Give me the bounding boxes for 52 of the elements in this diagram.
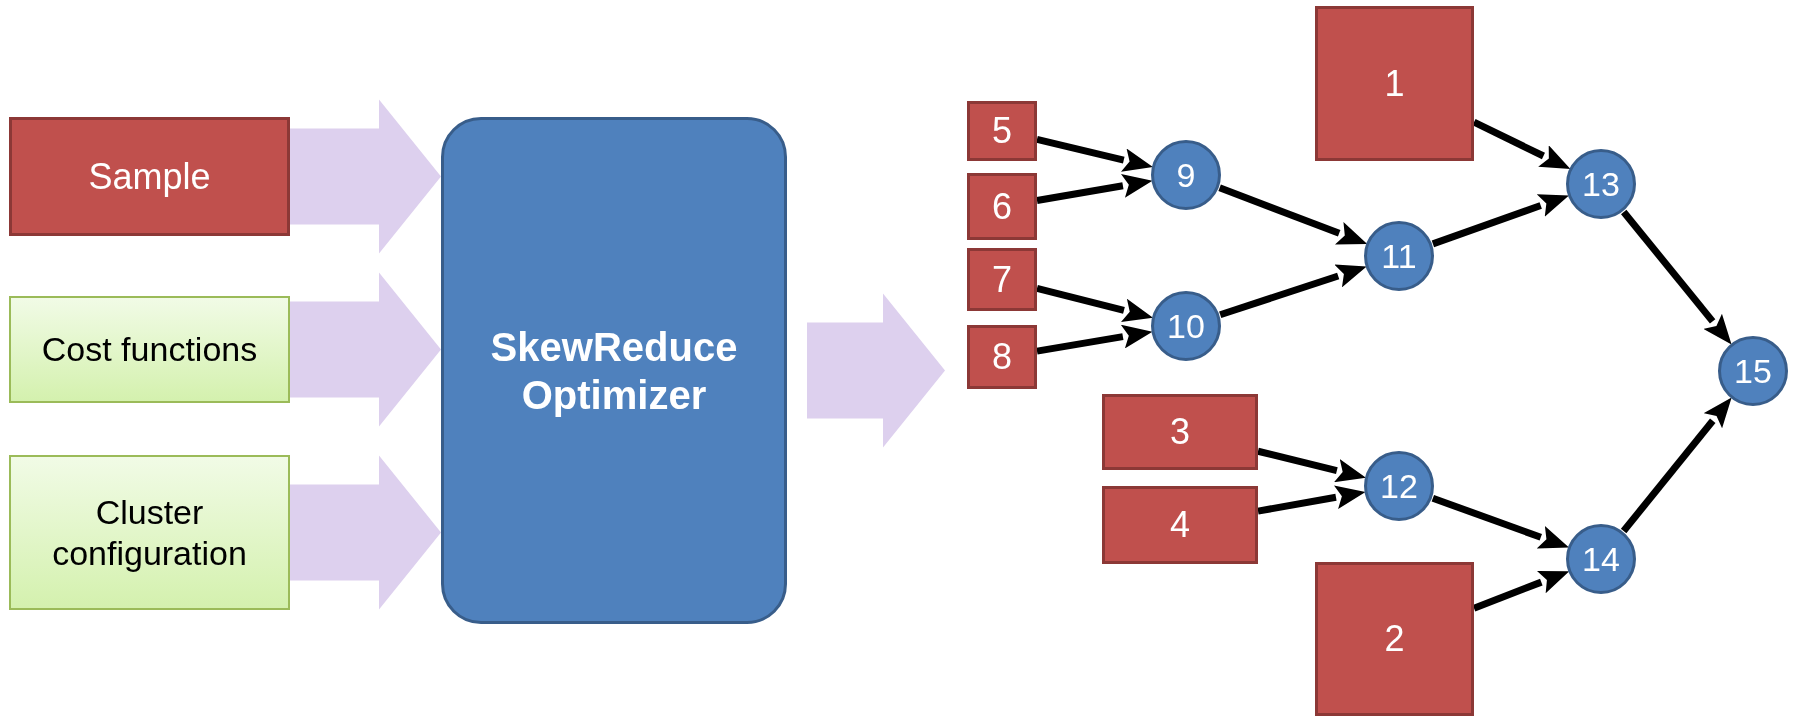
arrow [1431,494,1569,549]
arrow [1036,324,1153,355]
data-box [1315,562,1474,716]
block-arrow [290,455,441,610]
data-box [1102,486,1258,564]
node-label: 11 [1381,235,1417,277]
arrow [1218,184,1368,245]
node-label: 12 [1380,465,1418,507]
node-label: 14 [1582,538,1620,580]
arrow [1257,485,1366,515]
data-box [967,325,1037,389]
input-box [9,296,290,403]
node-label: 3 [1170,410,1190,454]
arrow [1036,135,1153,172]
input-box [9,117,290,236]
node-label: SkewReduce Optimizer [489,323,739,419]
arrow [1472,119,1571,170]
node-label: 13 [1582,163,1620,205]
input-box [9,455,290,610]
arrow [1621,209,1732,345]
block-arrow [290,99,441,254]
node-label: 4 [1170,503,1190,547]
arrow [1219,264,1367,319]
arrow [1620,397,1732,534]
node-label: 2 [1384,617,1405,661]
data-box [1315,6,1474,161]
arrow [1472,570,1570,612]
node-label: 1 [1384,61,1405,106]
node-label: 5 [992,109,1012,153]
node-label: 8 [992,335,1012,379]
arrow [1257,447,1366,483]
arrow [1036,173,1153,204]
circle-node [1718,336,1788,406]
node-label: 6 [992,184,1012,229]
circle-node [1566,524,1636,594]
circle-node [1566,149,1636,219]
node-label: Cluster configuration [51,491,248,574]
block-arrow [807,293,945,448]
node-label: 7 [992,257,1012,302]
data-box [1102,394,1258,470]
node-label: Sample [88,154,211,199]
node-label: 9 [1176,154,1196,196]
data-box [967,173,1037,240]
node-label: Cost functions [41,329,258,370]
arrow [1036,284,1154,322]
node-label: 10 [1167,305,1205,347]
node-label: 15 [1734,350,1772,392]
optimizer-box [441,117,787,624]
arrow [1431,194,1569,248]
data-box [967,248,1037,311]
data-box [967,101,1037,161]
block-arrow [290,272,441,427]
